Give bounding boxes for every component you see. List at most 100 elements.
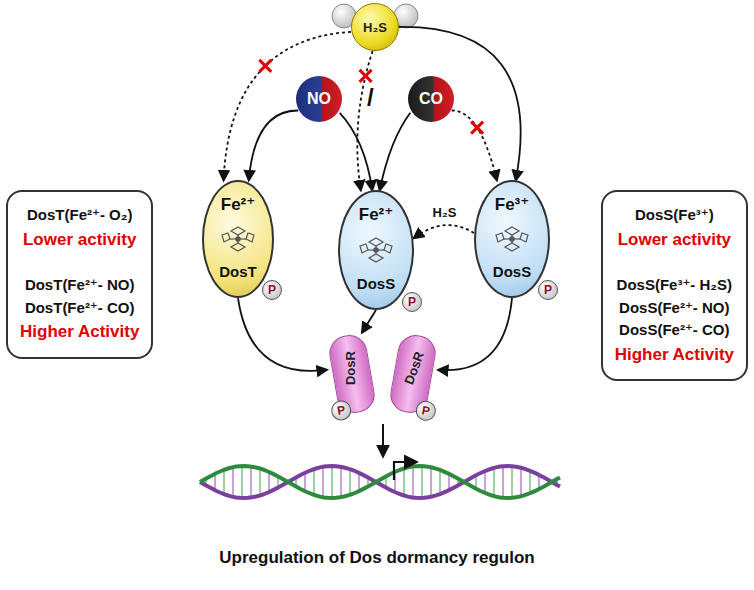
node-label: P [408,295,416,309]
phospho-marker: P [262,280,282,300]
block-cross [360,70,372,82]
node-label: H₂S [363,20,387,35]
phospho-marker: P [538,280,558,300]
node-label: Higher Activity [20,319,139,345]
base-pair [241,466,243,498]
node-label: Fe²⁺ [359,204,393,225]
doss-ferrous: Fe²⁺ DosS P [338,190,414,310]
edge-label: H₂S [431,205,459,220]
base-pair [493,468,495,496]
co-molecule: CO [408,76,454,122]
heme-ring [510,237,514,241]
node-label: P [336,403,346,418]
solid-arrow [249,110,298,180]
heme-ring [369,254,383,262]
doss-ferric: Fe³⁺ DosS P [474,180,550,298]
heme-icon [492,225,532,253]
heme-ring [505,243,519,251]
node-label: DosT(Fe²⁺- O₂) [20,204,139,227]
node-label: CO [419,90,443,108]
heme-ring [360,244,368,253]
dotted-arrow [414,225,474,238]
node-label: Fe²⁺ [221,194,255,215]
node-label: DosT(Fe²⁺- NO) [20,274,139,297]
base-pair [259,469,261,496]
heme-ring [231,227,245,235]
heme-ring [384,244,392,253]
base-pair [439,470,441,494]
node-label: DosT [219,263,257,280]
node-label: DosS(Fe³⁺- H₂S) [615,274,734,297]
base-pair [349,469,351,495]
separator-slash: / [367,84,374,112]
node-label: DosS(Fe²⁺- CO) [615,319,734,342]
heme-icon [218,225,258,253]
heme-ring [222,233,230,242]
base-pair [403,469,405,496]
node-label: DosS(Fe²⁺- NO) [615,297,734,320]
solid-arrow [238,298,327,371]
no-molecule: NO [296,76,342,122]
node-label: Higher Activity [615,342,734,368]
solid-arrow [362,310,376,332]
solid-arrow [340,113,373,190]
base-pair [529,471,531,494]
activity-box: DosS(Fe³⁺)Lower activityDosS(Fe³⁺- H₂S)D… [601,190,748,381]
base-pair [223,470,225,494]
dna-strand [200,466,560,498]
dna-helix [200,466,560,498]
phospho-marker: P [330,399,353,422]
phospho-marker: P [414,399,437,422]
node-label: DosT(Fe²⁺- CO) [20,297,139,320]
base-pair [304,473,306,491]
base-pair [250,467,252,498]
heme-ring [246,233,254,242]
base-pair [313,469,315,495]
block-cross [471,122,483,134]
dotted-arrow [224,32,351,180]
node-label: Fe³⁺ [495,194,529,215]
node-label: DosS [493,263,531,280]
dost-sensor: Fe²⁺ DosT P [202,180,274,298]
activity-box: DosT(Fe²⁺- O₂)Lower activityDosT(Fe²⁺- N… [6,190,153,359]
base-pair [412,467,414,498]
solid-arrow [438,298,512,370]
node-label: DosS [357,275,395,292]
base-pair [340,467,342,497]
node-label: NO [307,90,331,108]
heme-ring [236,237,240,241]
node-label: P [421,403,431,418]
heme-ring [520,233,528,242]
base-pair [268,472,270,492]
base-pair [502,466,504,498]
heme-icon [356,236,396,264]
base-pair [421,466,423,498]
h2s-molecule: H₂S [351,3,399,51]
heme-ring [505,227,519,235]
heme-ring [374,248,378,252]
phospho-marker: P [402,292,422,312]
dna-strand [200,466,560,498]
base-pair [520,468,522,497]
dosr-monomer: DosR P [327,332,378,415]
base-pair [358,473,360,491]
block-cross [259,60,271,72]
base-pair [331,466,333,498]
node-label: P [544,283,552,297]
node-label: P [268,283,276,297]
solid-arrow [380,113,411,190]
node-label: Lower activity [20,227,139,253]
base-pair [484,471,486,493]
base-pair [232,467,234,497]
heme-ring [496,233,504,242]
node-label: DosS(Fe³⁺) [615,204,734,227]
node-label: DosR [343,351,358,385]
regulation-arrow [382,424,384,456]
node-label: DosR [401,349,427,386]
base-pair [322,467,324,497]
base-pair [511,466,513,498]
base-pair [430,467,432,497]
solid-arrow [399,27,521,180]
